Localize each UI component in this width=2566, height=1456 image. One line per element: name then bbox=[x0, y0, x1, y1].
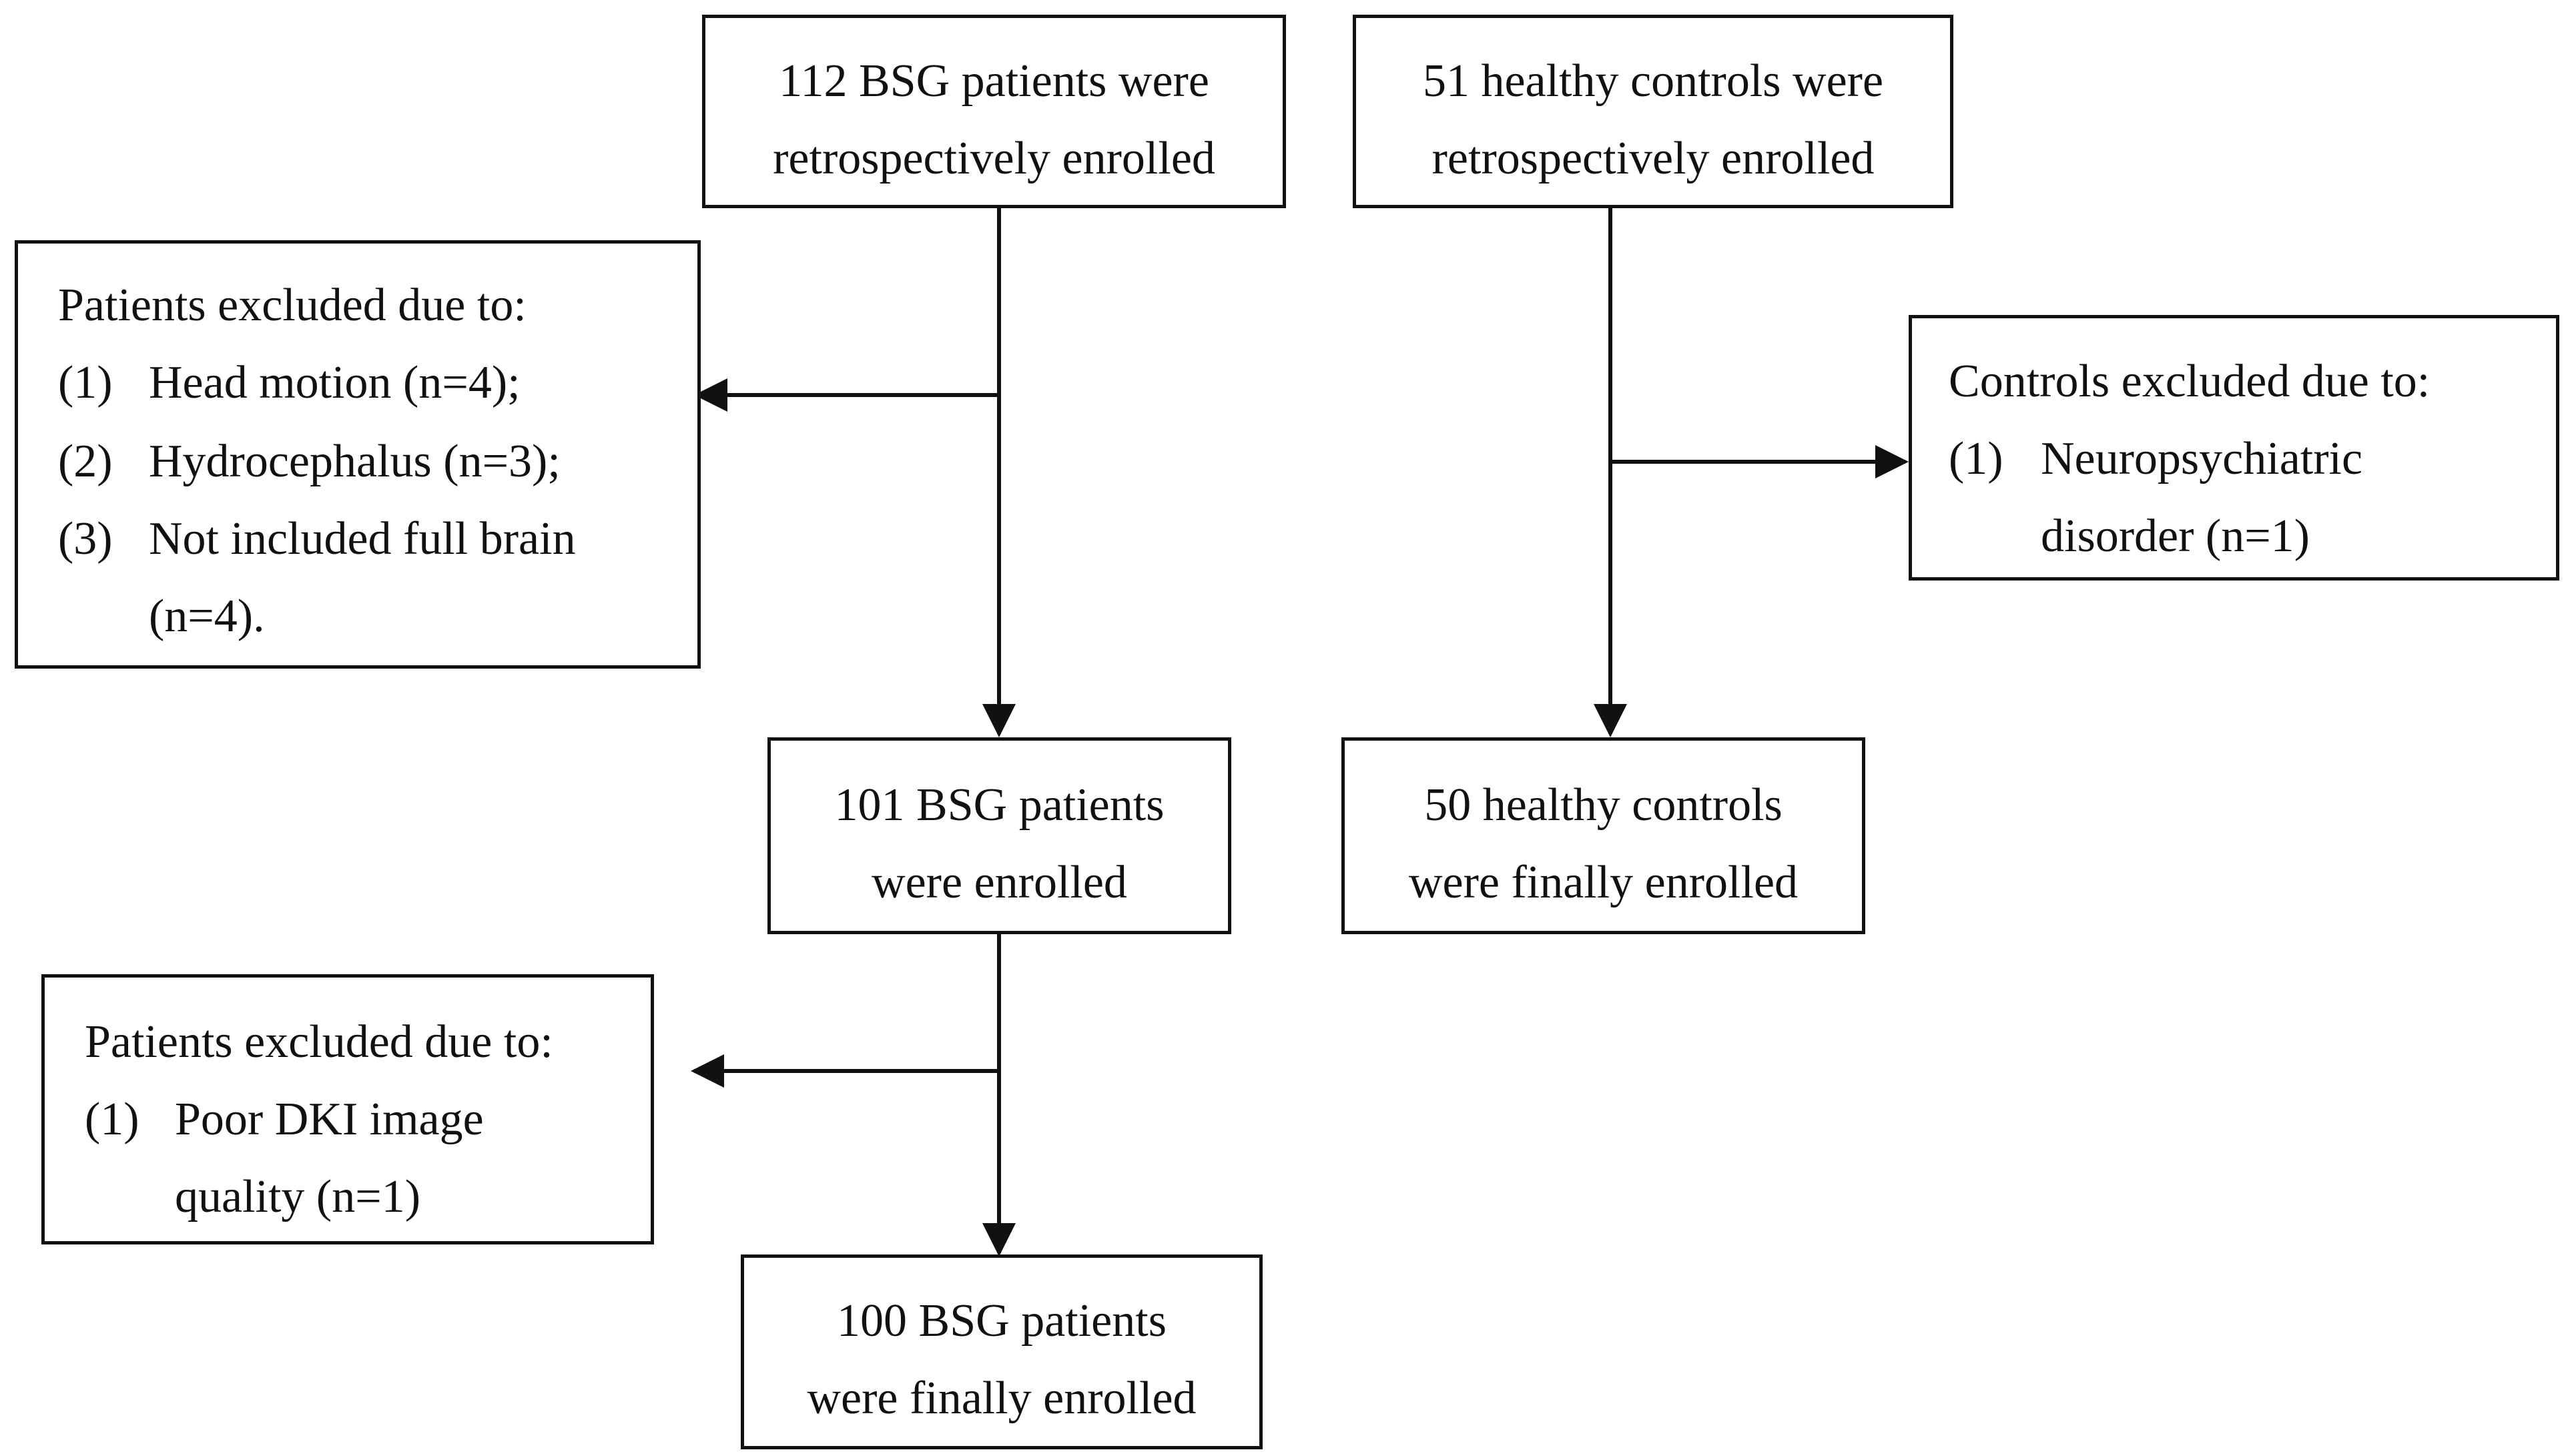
controls-final-line-1: 50 healthy controls bbox=[1424, 779, 1783, 831]
arrowhead-patients-exclusion-2 bbox=[691, 1054, 724, 1088]
exclusion-item-number: (3) bbox=[58, 513, 113, 565]
patients-mid-box: 101 BSG patients were enrolled bbox=[767, 737, 1231, 934]
exclusion-item-text: Hydrocephalus (n=3); bbox=[149, 436, 561, 487]
arrowhead-controls-exclusion bbox=[1875, 445, 1909, 478]
controls-final-box: 50 healthy controls were finally enrolle… bbox=[1341, 737, 1865, 934]
exclusion-item-text-continued: disorder (n=1) bbox=[2041, 510, 2310, 562]
arrowhead-patients-final bbox=[982, 1223, 1016, 1256]
exclusion-item-number: (1) bbox=[58, 357, 113, 408]
controls-start-line-1: 51 healthy controls were bbox=[1422, 55, 1884, 107]
exclusion-item-text: Poor DKI image bbox=[175, 1094, 484, 1145]
patients-exclusion-box-1: Patients excluded due to: (1) Head motio… bbox=[15, 240, 701, 669]
exclusion-item-number: (2) bbox=[58, 436, 113, 487]
exclusion-item-text-continued: (n=4). bbox=[149, 591, 265, 642]
exclusion-item-text: Neuropsychiatric bbox=[2041, 433, 2363, 484]
patients-exclusion-box-2: Patients excluded due to: (1) Poor DKI i… bbox=[41, 974, 654, 1244]
patients-mid-line-2: were enrolled bbox=[872, 857, 1127, 908]
patients-start-line-1: 112 BSG patients were bbox=[779, 55, 1209, 107]
arrowhead-controls-final bbox=[1594, 704, 1627, 737]
patients-final-line-2: were finally enrolled bbox=[807, 1373, 1197, 1424]
exclusion-heading: Patients excluded due to: bbox=[58, 280, 527, 331]
controls-final-line-2: were finally enrolled bbox=[1408, 857, 1799, 908]
arrowhead-patients-exclusion-1 bbox=[694, 378, 727, 412]
exclusion-item-number: (1) bbox=[85, 1094, 139, 1145]
controls-start-box: 51 healthy controls were retrospectively… bbox=[1353, 15, 1953, 208]
exclusion-heading: Patients excluded due to: bbox=[85, 1016, 553, 1068]
patients-mid-line-1: 101 BSG patients bbox=[834, 779, 1165, 831]
arrowhead-patients-enrolled bbox=[982, 704, 1016, 737]
exclusion-heading: Controls excluded due to: bbox=[1949, 356, 2431, 407]
patients-final-box: 100 BSG patients were finally enrolled bbox=[741, 1254, 1263, 1449]
patients-start-line-2: retrospectively enrolled bbox=[773, 133, 1215, 184]
patients-start-box: 112 BSG patients were retrospectively en… bbox=[702, 15, 1286, 208]
exclusion-item-text: Head motion (n=4); bbox=[149, 357, 521, 408]
exclusion-item-text-continued: quality (n=1) bbox=[175, 1171, 421, 1222]
exclusion-item-text: Not included full brain bbox=[149, 513, 576, 565]
patients-final-line-1: 100 BSG patients bbox=[837, 1295, 1167, 1347]
controls-start-line-2: retrospectively enrolled bbox=[1431, 133, 1875, 184]
controls-exclusion-box: Controls excluded due to: (1) Neuropsych… bbox=[1909, 315, 2559, 581]
exclusion-item-number: (1) bbox=[1949, 433, 2003, 484]
